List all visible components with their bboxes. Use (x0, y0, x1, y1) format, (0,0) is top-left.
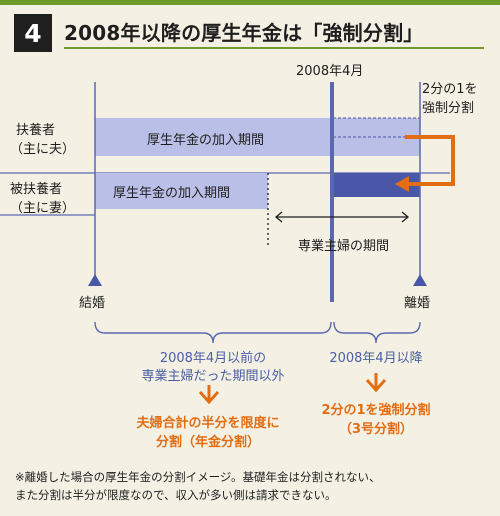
husband-sublabel: （主に夫） (10, 142, 76, 157)
wife-sublabel: （主に妻） (10, 201, 76, 216)
split-note-line1: 2分の1を (422, 82, 478, 97)
april-2008-label: 2008年4月 (296, 64, 364, 79)
down-arrow-icon (365, 378, 387, 393)
footnote-line2: また分割は半分が限度なので、収入が多い側は請求できない。 (15, 488, 337, 502)
divorce-label: 離婚 (404, 296, 431, 311)
before-period-line2: 専業主婦だった期間以外 (141, 369, 285, 384)
split-note-line2: 強制分割 (422, 101, 475, 116)
arrow-left-head (274, 211, 283, 223)
figure-title: 2008年以降の厚生年金は「強制分割」 (64, 21, 424, 45)
top-accent-bar (0, 0, 500, 5)
after-period-label: 2008年4月以降 (329, 351, 423, 366)
before-period-line1: 2008年4月以前の (159, 351, 267, 366)
marriage-label: 結婚 (79, 296, 106, 311)
wife-pension-bar (95, 173, 268, 209)
figure-number: 4 (14, 14, 52, 52)
title-underline (64, 47, 484, 49)
marriage-triangle-icon (88, 274, 102, 286)
footnote-line1: ※離婚した場合の厚生年金の分割イメージ。基礎年金は分割されない、 (15, 470, 381, 484)
housewife-period-label: 専業主婦の期間 (298, 239, 390, 254)
arrow-right-head (401, 211, 410, 223)
husband-pension-bar (95, 118, 331, 156)
after-result-line1: 2分の1を強制分割 (321, 403, 431, 418)
divorce-triangle-icon (413, 274, 427, 286)
husband-bar-label: 厚生年金の加入期間 (147, 133, 265, 148)
wife-bar-label: 厚生年金の加入期間 (113, 186, 231, 201)
after-period-brace (333, 321, 421, 344)
before-result-line1: 夫婦合計の半分を限度に (136, 416, 280, 431)
wife-label: 被扶養者 (10, 182, 63, 197)
before-result-line2: 分割（年金分割） (155, 435, 260, 450)
after-result-line2: （3号分割） (338, 422, 414, 437)
footnote: ※離婚した場合の厚生年金の分割イメージ。基礎年金は分割されない、 また分割は半分… (15, 468, 381, 504)
split-arrow (405, 135, 455, 186)
down-arrow-icon (198, 390, 220, 405)
husband-label: 扶養者 (16, 123, 56, 138)
split-arrowhead (395, 176, 409, 192)
before-period-brace (94, 321, 332, 344)
